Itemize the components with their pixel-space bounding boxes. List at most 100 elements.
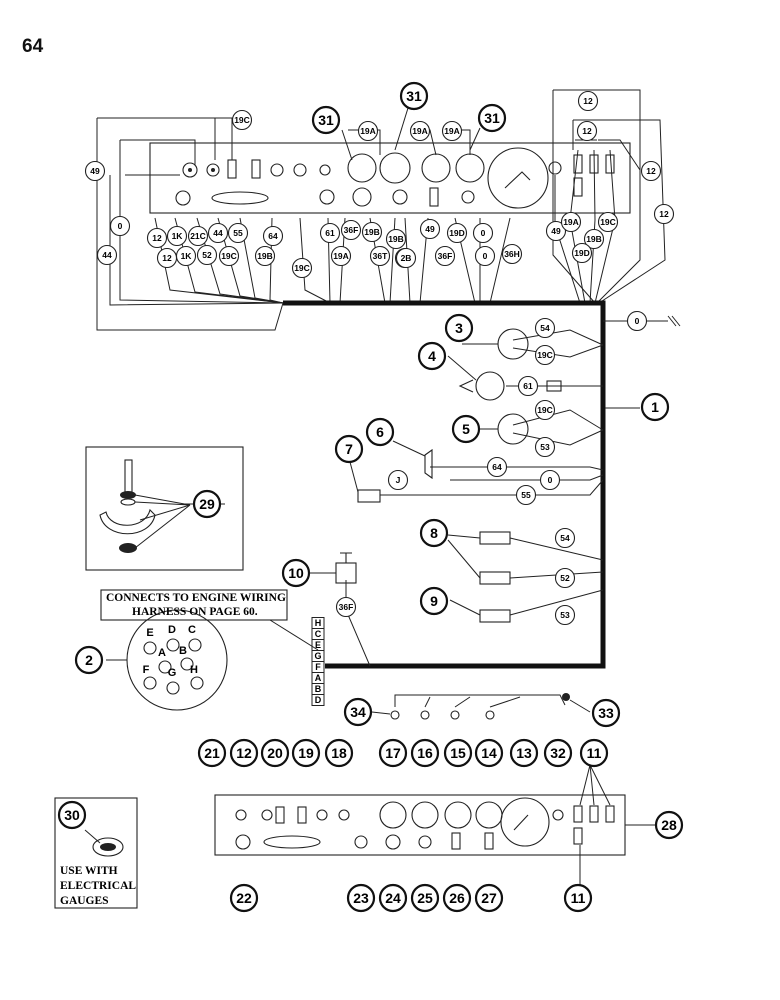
wire-label-text: 19C — [600, 217, 616, 227]
wire-label-text: J — [396, 475, 401, 485]
page-number: 64 — [22, 36, 44, 57]
part-callout-number: 6 — [376, 424, 384, 440]
wire-label-bubble: 19C — [291, 257, 313, 279]
wire-label-text: 19B — [586, 234, 602, 244]
part-callout-12: 12 — [229, 738, 259, 768]
wire-label-bubble: 19C — [534, 399, 556, 421]
wire-label-bubble: 21C — [187, 225, 209, 247]
wire-label-text: 52 — [560, 573, 570, 583]
wire-label-text: 19C — [294, 263, 310, 273]
part-callout-number: 31 — [484, 110, 500, 126]
part-callout-27: 27 — [474, 883, 504, 913]
wire-label-bubble: 52 — [554, 567, 576, 589]
wire-label-text: 64 — [268, 231, 278, 241]
wire-label-text: 55 — [521, 490, 531, 500]
wire-label-text: 12 — [659, 209, 669, 219]
wire-label-bubble: 12 — [577, 90, 599, 112]
wire-label-text: 12 — [582, 126, 592, 136]
connector-letter: D — [315, 695, 322, 705]
wire-label-bubble: 12 — [640, 160, 662, 182]
part-callout-number: 5 — [462, 421, 470, 437]
part-callout-29: 29 — [192, 489, 222, 519]
wire-label-bubble: 0 — [626, 310, 648, 332]
wire-label-bubble: 19B — [385, 228, 407, 250]
wire-number-bubbles: 19C49044121K21C4455646136F19B19B19B4919D… — [84, 90, 675, 626]
part-callout-23: 23 — [346, 883, 376, 913]
wire-label-text: 19B — [388, 234, 404, 244]
wire-label-text: 2B — [401, 253, 412, 263]
wire-label-text: 61 — [325, 228, 335, 238]
gauge-4-body — [475, 371, 505, 401]
wire-label-bubble: 36F — [340, 219, 362, 241]
part-callout-number: 4 — [428, 348, 436, 364]
part-callout-17: 17 — [378, 738, 408, 768]
wire-label-text: 36F — [339, 602, 354, 612]
engine-note-line1: CONNECTS TO ENGINE WIRING — [106, 592, 286, 604]
connector-letter: G — [314, 651, 321, 661]
gauge-3-body — [497, 328, 529, 360]
wire-label-text: 36H — [504, 249, 520, 259]
part-callout-number: 2 — [85, 652, 93, 668]
part-callout-31: 31 — [399, 81, 429, 111]
part-callout-number: 21 — [204, 745, 220, 761]
part-callout-34: 34 — [343, 697, 373, 727]
wire-label-text: 61 — [523, 381, 533, 391]
wire-label-bubble: 49 — [419, 218, 441, 240]
wire-label-bubble: J — [387, 469, 409, 491]
wire-label-bubble: 36F — [434, 245, 456, 267]
wire-label-text: 64 — [492, 462, 502, 472]
part-callout-number: 34 — [350, 704, 366, 720]
plug-pin-label: A — [158, 647, 166, 659]
plug-pin-label: G — [168, 667, 177, 679]
part-callout-1: 1 — [640, 392, 670, 422]
part-callout-number: 11 — [587, 745, 602, 761]
part-callout-11: 11 — [579, 738, 609, 768]
wire-label-text: 1K — [172, 231, 184, 241]
gauge-note-line3: GAUGES — [60, 895, 109, 907]
part-callout-4: 4 — [417, 341, 447, 371]
wire-label-text: 19B — [257, 251, 273, 261]
wire-label-bubble: 49 — [84, 160, 106, 182]
wire-label-bubble: 12 — [576, 120, 598, 142]
wire-label-bubble: 12 — [146, 227, 168, 249]
gauge-note-line2: ELECTRICAL — [60, 880, 136, 892]
switch-7-body — [357, 489, 381, 503]
wire-label-text: 36F — [344, 225, 359, 235]
wire-label-text: 12 — [646, 166, 656, 176]
part-callout-19: 19 — [291, 738, 321, 768]
plug-pin-label: D — [168, 624, 176, 636]
callout-leaders — [106, 107, 655, 885]
part-callout-2: 2 — [74, 645, 104, 675]
wire-label-text: 36F — [438, 251, 453, 261]
part-callout-number: 20 — [267, 745, 283, 761]
wire-label-text: 19D — [574, 248, 590, 258]
wire-label-bubble: 1K — [175, 245, 197, 267]
wire-label-text: 55 — [233, 228, 243, 238]
part-callout-number: 10 — [288, 565, 304, 581]
part-callout-22: 22 — [229, 883, 259, 913]
wire-label-bubble: 54 — [534, 317, 556, 339]
wire-label-bubble: 12 — [653, 203, 675, 225]
bottom-instrument-panel — [214, 794, 626, 856]
part-callout-number: 28 — [661, 817, 677, 833]
wire-label-text: 19C — [537, 405, 553, 415]
wire-label-bubble: 19D — [446, 222, 468, 244]
wire-label-text: 19D — [449, 228, 465, 238]
wire-label-bubble: 19C — [231, 109, 253, 131]
connector-letter: H — [315, 618, 322, 628]
wire-label-bubble: 44 — [207, 222, 229, 244]
wire-label-text: 44 — [102, 250, 112, 260]
part-callout-26: 26 — [442, 883, 472, 913]
connector-letter: B — [315, 684, 322, 694]
wire-label-bubble: 61 — [517, 375, 539, 397]
plug-pin-label: E — [146, 627, 153, 639]
clamp-detail — [85, 446, 244, 571]
part-callout-31: 31 — [311, 105, 341, 135]
connector-letter: E — [315, 640, 321, 650]
part-callout-number: 3 — [455, 320, 463, 336]
wire-label-bubble: 0 — [539, 469, 561, 491]
part-callout-number: 16 — [417, 745, 433, 761]
part-callout-number: 11 — [571, 890, 586, 906]
